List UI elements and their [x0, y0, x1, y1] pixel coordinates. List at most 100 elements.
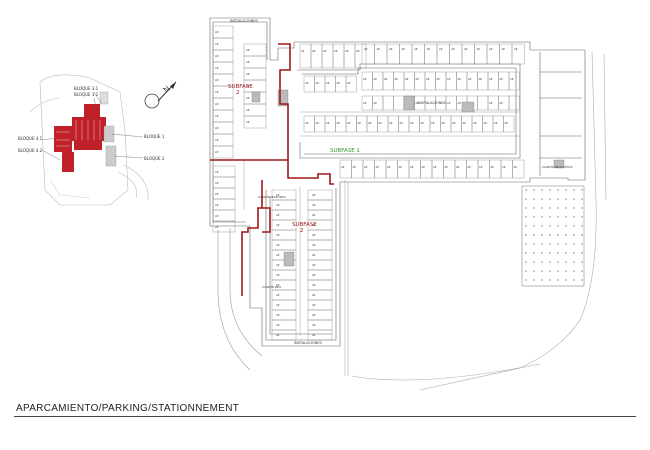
column-dot	[565, 261, 567, 263]
ap-label: AP	[215, 170, 219, 174]
column-dot	[525, 270, 527, 272]
ap-label: AP	[276, 333, 280, 337]
column-dot	[525, 189, 527, 191]
ap-label: AP	[452, 47, 456, 51]
column-dot	[581, 270, 583, 272]
ap-label: AP	[215, 42, 219, 46]
ap-label: AP	[421, 121, 425, 125]
ap-label: AP	[305, 121, 309, 125]
ap-label: AP	[312, 313, 316, 317]
stall-box	[212, 220, 236, 233]
key-plan-red-blocks	[54, 104, 106, 172]
column-dot	[573, 225, 575, 227]
ap-label: AP	[246, 48, 250, 52]
ap-label: AP	[447, 101, 451, 105]
stall-box	[456, 71, 468, 91]
ap-label: AP	[389, 121, 393, 125]
ap-label: AP	[458, 101, 462, 105]
column-dot	[573, 252, 575, 254]
ap-label: AP	[345, 49, 349, 53]
column-dot	[565, 279, 567, 281]
ap-label: AP	[276, 233, 280, 237]
ap-label: AP	[376, 165, 380, 169]
ap-label: AP	[276, 253, 280, 257]
stall-box	[474, 43, 488, 65]
stall-box	[499, 43, 513, 65]
stall-box	[397, 159, 410, 179]
ap-label: AP	[402, 47, 406, 51]
stall-box	[466, 159, 479, 179]
ap-label: AP	[276, 273, 280, 277]
column-dot	[549, 243, 551, 245]
stall-box	[411, 43, 425, 65]
ap-label: AP	[489, 77, 493, 81]
ap-label: AP	[368, 121, 372, 125]
ap-label: AP	[312, 273, 316, 277]
column-dot	[533, 189, 535, 191]
column-dot	[573, 279, 575, 281]
stall-box	[414, 71, 426, 91]
drawing-caption: APARCAMIENTO/PARKING/STATIONNEMENT	[16, 403, 240, 414]
stall-box	[339, 159, 352, 179]
column-dot	[581, 243, 583, 245]
label-instalaciones-bottom: INSTALACIONES	[294, 341, 323, 345]
ap-label: AP	[246, 84, 250, 88]
ap-label: AP	[347, 81, 351, 85]
stall-box	[374, 159, 387, 179]
ap-label: AP	[215, 30, 219, 34]
ap-label: AP	[437, 77, 441, 81]
label-subfase-1: SUBFASE 1	[330, 148, 360, 154]
ap-label: AP	[468, 77, 472, 81]
column-dot	[581, 279, 583, 281]
ap-label: AP	[316, 81, 320, 85]
stall-box	[498, 71, 510, 91]
stall-box	[477, 95, 489, 111]
ap-label: AP	[395, 77, 399, 81]
stall-box	[435, 71, 447, 91]
stall-box	[361, 43, 375, 65]
ap-label: AP	[399, 165, 403, 169]
ap-label: AP	[364, 47, 368, 51]
ap-label: AP	[215, 78, 219, 82]
ap-label: AP	[456, 165, 460, 169]
ap-label: AP	[489, 101, 493, 105]
ap-label: AP	[215, 114, 219, 118]
ap-label: AP	[215, 214, 219, 218]
ap-label: AP	[387, 165, 391, 169]
column-dot	[541, 234, 543, 236]
stall-box	[343, 43, 356, 69]
ap-label: AP	[215, 102, 219, 106]
main-plan	[209, 17, 607, 391]
ap-label: AP	[341, 165, 345, 169]
stall-box	[354, 43, 367, 69]
ap-label: AP	[312, 243, 316, 247]
column-dot	[549, 216, 551, 218]
ap-label: AP	[334, 49, 338, 53]
label-bloque-2: BLOQUE 2	[144, 156, 165, 161]
stall-box	[489, 159, 502, 179]
stall-box	[332, 43, 345, 69]
ap-label: AP	[410, 165, 414, 169]
column-dot	[549, 270, 551, 272]
column-dot	[557, 279, 559, 281]
ap-label: AP	[442, 121, 446, 125]
stall-box	[503, 115, 515, 133]
stall-box	[436, 43, 450, 65]
column-dot	[533, 279, 535, 281]
ap-label: AP	[215, 138, 219, 142]
ap-label: AP	[246, 60, 250, 64]
column-dot	[525, 225, 527, 227]
column-dot	[565, 207, 567, 209]
ap-label: AP	[312, 263, 316, 267]
stall-box	[321, 43, 334, 69]
ap-label: AP	[439, 47, 443, 51]
ap-label: AP	[215, 203, 219, 207]
north-arrow-icon	[144, 81, 177, 109]
column-dot	[541, 198, 543, 200]
column-dot	[533, 243, 535, 245]
label-cuarto-basuras: CUARTO BASURAS	[258, 195, 286, 199]
ap-label: AP	[316, 121, 320, 125]
label-bloque-4-1: BLOQUE 4.1	[18, 136, 43, 141]
